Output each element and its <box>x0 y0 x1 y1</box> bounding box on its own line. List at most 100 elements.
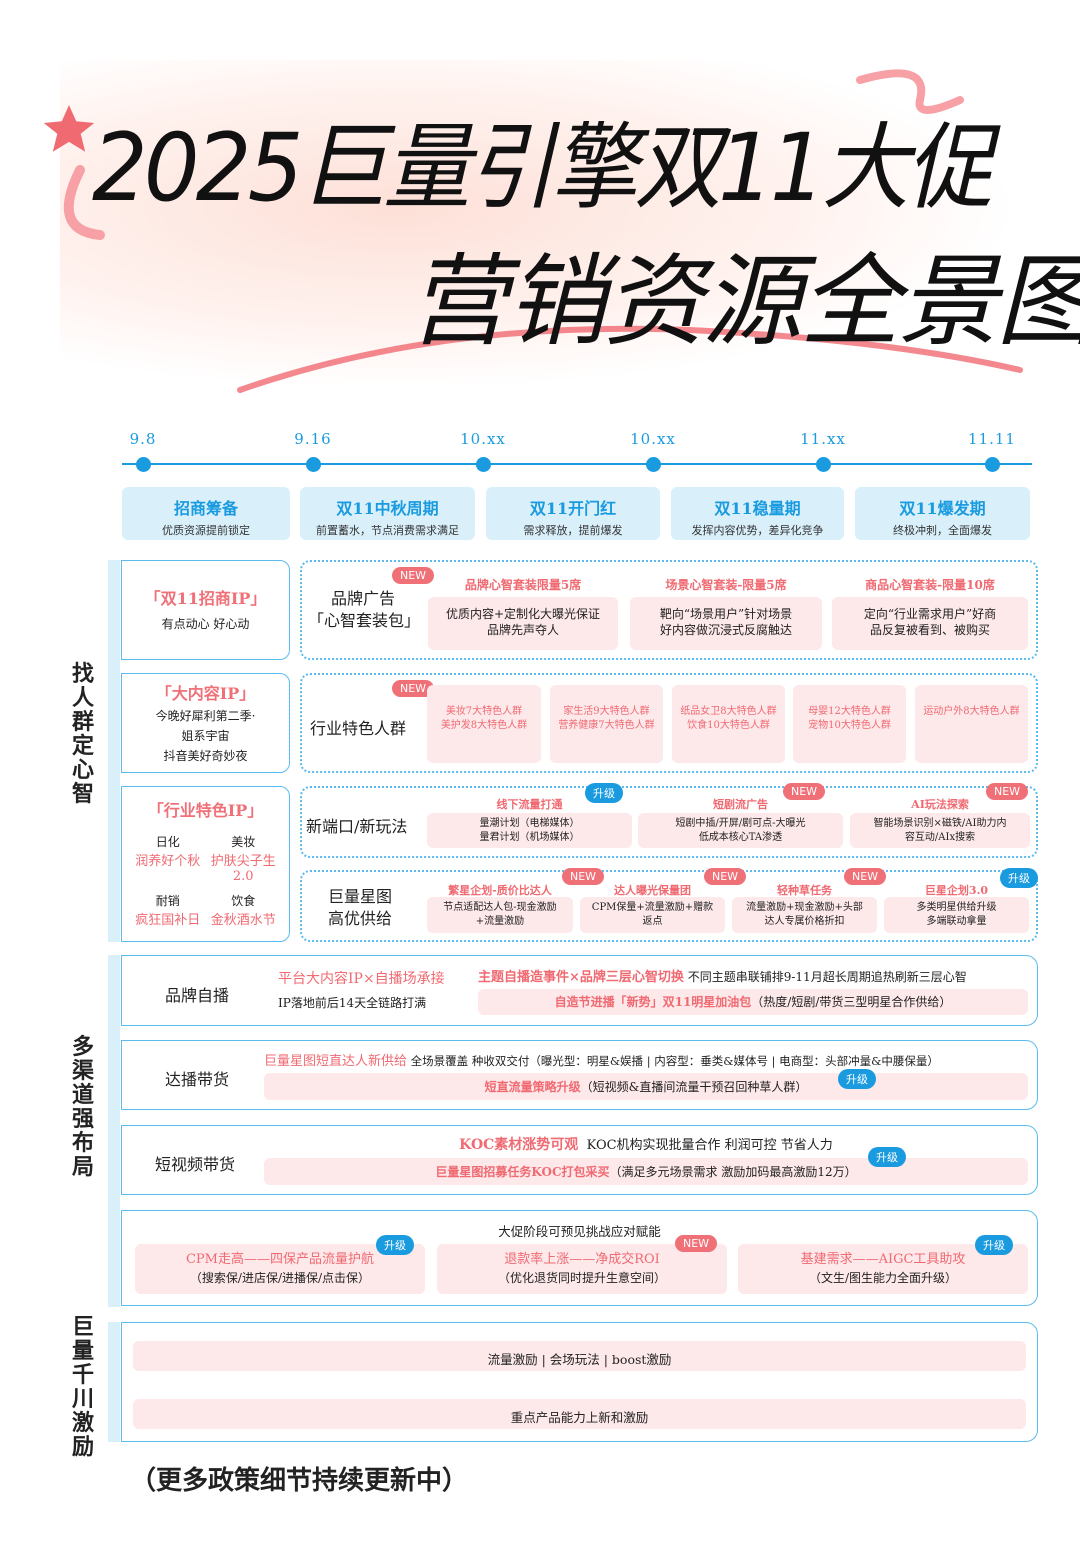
feature-title: 线下流量打通 <box>496 798 563 811</box>
star-icon <box>43 105 95 152</box>
audience-card: 纸品女卫8大特色人群饮食10大特色人群 <box>672 685 785 763</box>
feature-card: 节点适配达人包-现金激励+流量激励 <box>427 897 573 933</box>
title-line2: 营销资源全景图 <box>408 243 1080 360</box>
phase-card: 双11开门红需求释放，提前爆发 <box>486 487 660 540</box>
feature-title: 轻种草任务 <box>777 884 832 897</box>
industry-audience-panel <box>300 673 1038 773</box>
brand-ad-panel <box>300 560 1038 660</box>
upgrade-badge: 升级 <box>868 1147 906 1167</box>
phase-title: 双11开门红 <box>529 499 617 518</box>
ip-name: 金秋酒水节 <box>210 913 276 928</box>
feature-title: 达人曝光保量团 <box>614 884 691 897</box>
talent-live-panel <box>121 1040 1038 1110</box>
ip-card-industry: 「行业特色IP」 日化润养好个秋 美妆护肤尖子生2.0 耐销疯狂国补日 饮食金秋… <box>121 786 290 942</box>
challenge-card: 基建需求——AIGC工具助攻（文生/图生能力全面升级） <box>738 1244 1028 1294</box>
ip-cat: 耐销 <box>155 894 180 908</box>
self-live-desc: IP落地前后14天全链路打满 <box>278 996 427 1010</box>
talent-live-line: 巨量星图短直达人新供给 全场景覆盖 种收双交付（曝光型：明星&娱播 | 内容型：… <box>264 1054 939 1069</box>
phase-title: 双11爆发期 <box>899 499 986 518</box>
ip-line: 今晚好犀利第二季· <box>155 709 256 723</box>
ip-name: 润养好个秋 <box>135 854 201 869</box>
upgrade-badge: 升级 <box>376 1235 414 1255</box>
talent-live-pill: 短直流量策略升级（短视频&直播间流量干预召回种草人群） <box>264 1073 1028 1100</box>
feature-card: 智能场景识别×磁铁/AI助力内容互动/AIx搜索 <box>850 813 1030 848</box>
timeline-line <box>122 463 1032 465</box>
feature-card: 量潮计划（电梯媒体）量君计划（机场媒体） <box>427 813 632 848</box>
package-title: 商品心智套装-限量10席 <box>865 578 995 592</box>
challenge-title: 大促阶段可预见挑战应对赋能 <box>498 1224 661 1239</box>
audience-card: 母婴12大特色人群宠物10大特色人群 <box>793 685 906 763</box>
ip-line: 有点动心 好心动 <box>161 617 250 631</box>
upgrade-badge: 升级 <box>838 1069 876 1089</box>
new-badge: NEW <box>986 783 1029 800</box>
phase-desc: 前置蓄水，节点消费需求满足 <box>316 524 459 537</box>
qianchuan-panel <box>121 1322 1038 1442</box>
xingtu-label: 巨量星图高优供给 <box>328 887 393 928</box>
industry-audience-label: 行业特色人群 <box>310 719 407 738</box>
ip-title: 「行业特色IP」 <box>147 801 264 820</box>
section-label-audience: 找人群 定心智 <box>71 661 94 807</box>
ip-cat: 日化 <box>155 835 180 849</box>
upgrade-badge: 升级 <box>975 1235 1013 1255</box>
self-live-pill: 自造节进播「新势」双11明星加油包（热度/短剧/带货三型明星合作供给） <box>478 989 1028 1015</box>
audience-card: 家生活9大特色人群营养健康7大特色人群 <box>550 685 663 763</box>
package-card: 靶向“场景用户”针对场景好内容做沉浸式反腐触达 <box>630 597 822 650</box>
ip-card-double11: 「双11招商IP」 有点动心 好心动 <box>121 560 290 660</box>
ip-cat: 美妆 <box>231 835 256 849</box>
phase-title: 双11稳量期 <box>714 499 801 518</box>
ip-name: 疯狂国补日 <box>135 913 201 928</box>
phase-card: 双11中秋周期前置蓄水，节点消费需求满足 <box>300 487 475 540</box>
short-video-line: KOC素材涨势可观 KOC机构实现批量合作 利润可控 节省人力 <box>459 1137 833 1153</box>
timeline-dot <box>476 457 491 472</box>
feature-card: 短剧中插/开屏/剧可点-大曝光低成本核心TA渗透 <box>638 813 843 848</box>
title-line1: 2025巨量引擎双11大促 <box>92 114 993 223</box>
package-title: 品牌心智套装限量5席 <box>464 578 582 592</box>
timeline-dot <box>816 457 831 472</box>
audience-card: 运动户外8大特色人群 <box>915 685 1028 763</box>
new-badge: NEW <box>392 680 435 697</box>
challenge-panel <box>121 1210 1038 1306</box>
section-strip <box>108 560 120 942</box>
package-title: 场景心智套装-限量5席 <box>665 578 787 592</box>
upgrade-badge: 升级 <box>1000 868 1038 888</box>
upgrade-badge: 升级 <box>585 783 623 803</box>
title-glow <box>60 60 1020 390</box>
feature-title: AI玩法探索 <box>911 798 969 811</box>
phase-desc: 发挥内容优势，差异化竞争 <box>691 524 824 537</box>
label-line: 品牌广告 <box>330 589 395 608</box>
phase-card: 双11爆发期终极冲刺，全面爆发 <box>855 487 1030 540</box>
phase-desc: 终极冲刺，全面爆发 <box>893 524 992 537</box>
qianchuan-row: 重点产品能力上新和激励 <box>133 1399 1026 1429</box>
timeline-date: 10.xx <box>460 430 506 448</box>
new-port-label: 新端口/新玩法 <box>306 817 408 836</box>
feature-title: 短剧流广告 <box>713 798 768 811</box>
new-port-panel <box>300 786 1038 858</box>
phase-title: 双11中秋周期 <box>336 499 439 518</box>
ip-name: 护肤尖子生2.0 <box>210 854 276 884</box>
phase-desc: 优质资源提前锁定 <box>162 524 250 537</box>
phase-desc: 需求释放，提前爆发 <box>523 524 623 537</box>
phase-card: 招商筹备优质资源提前锁定 <box>122 487 290 540</box>
timeline-dot <box>646 457 661 472</box>
footer-note: （更多政策细节持续更新中） <box>130 1466 469 1496</box>
feature-card: CPM保量+流量激励+赠款返点 <box>580 897 725 933</box>
ip-title: 「双11招商IP」 <box>144 589 267 608</box>
timeline-date: 10.xx <box>630 430 676 448</box>
new-badge: NEW <box>392 567 435 584</box>
self-live-panel <box>121 955 1038 1026</box>
qianchuan-row: 流量激励 | 会场玩法 | boost激励 <box>133 1341 1026 1371</box>
phase-title: 招商筹备 <box>173 499 238 518</box>
timeline-dot <box>306 457 321 472</box>
self-live-label: 品牌自播 <box>165 986 230 1005</box>
new-badge: NEW <box>675 1235 718 1252</box>
phase-card: 双11稳量期发挥内容优势，差异化竞争 <box>671 487 844 540</box>
decorative-swooshes <box>43 69 1023 393</box>
ip-line: 抖音美好奇妙夜 <box>163 749 248 763</box>
ip-cat: 饮食 <box>231 894 256 908</box>
section-strip <box>108 1322 120 1442</box>
xingtu-panel <box>300 870 1038 942</box>
timeline-date: 9.8 <box>129 430 157 448</box>
ip-title: 「大内容IP」 <box>155 684 256 703</box>
self-live-theme: 主题自播造事件×品牌三层心智切换 不同主题串联铺排9-11月超长周期追热刷新三层… <box>478 970 967 985</box>
ip-line: 姐系宇宙 <box>181 729 230 743</box>
